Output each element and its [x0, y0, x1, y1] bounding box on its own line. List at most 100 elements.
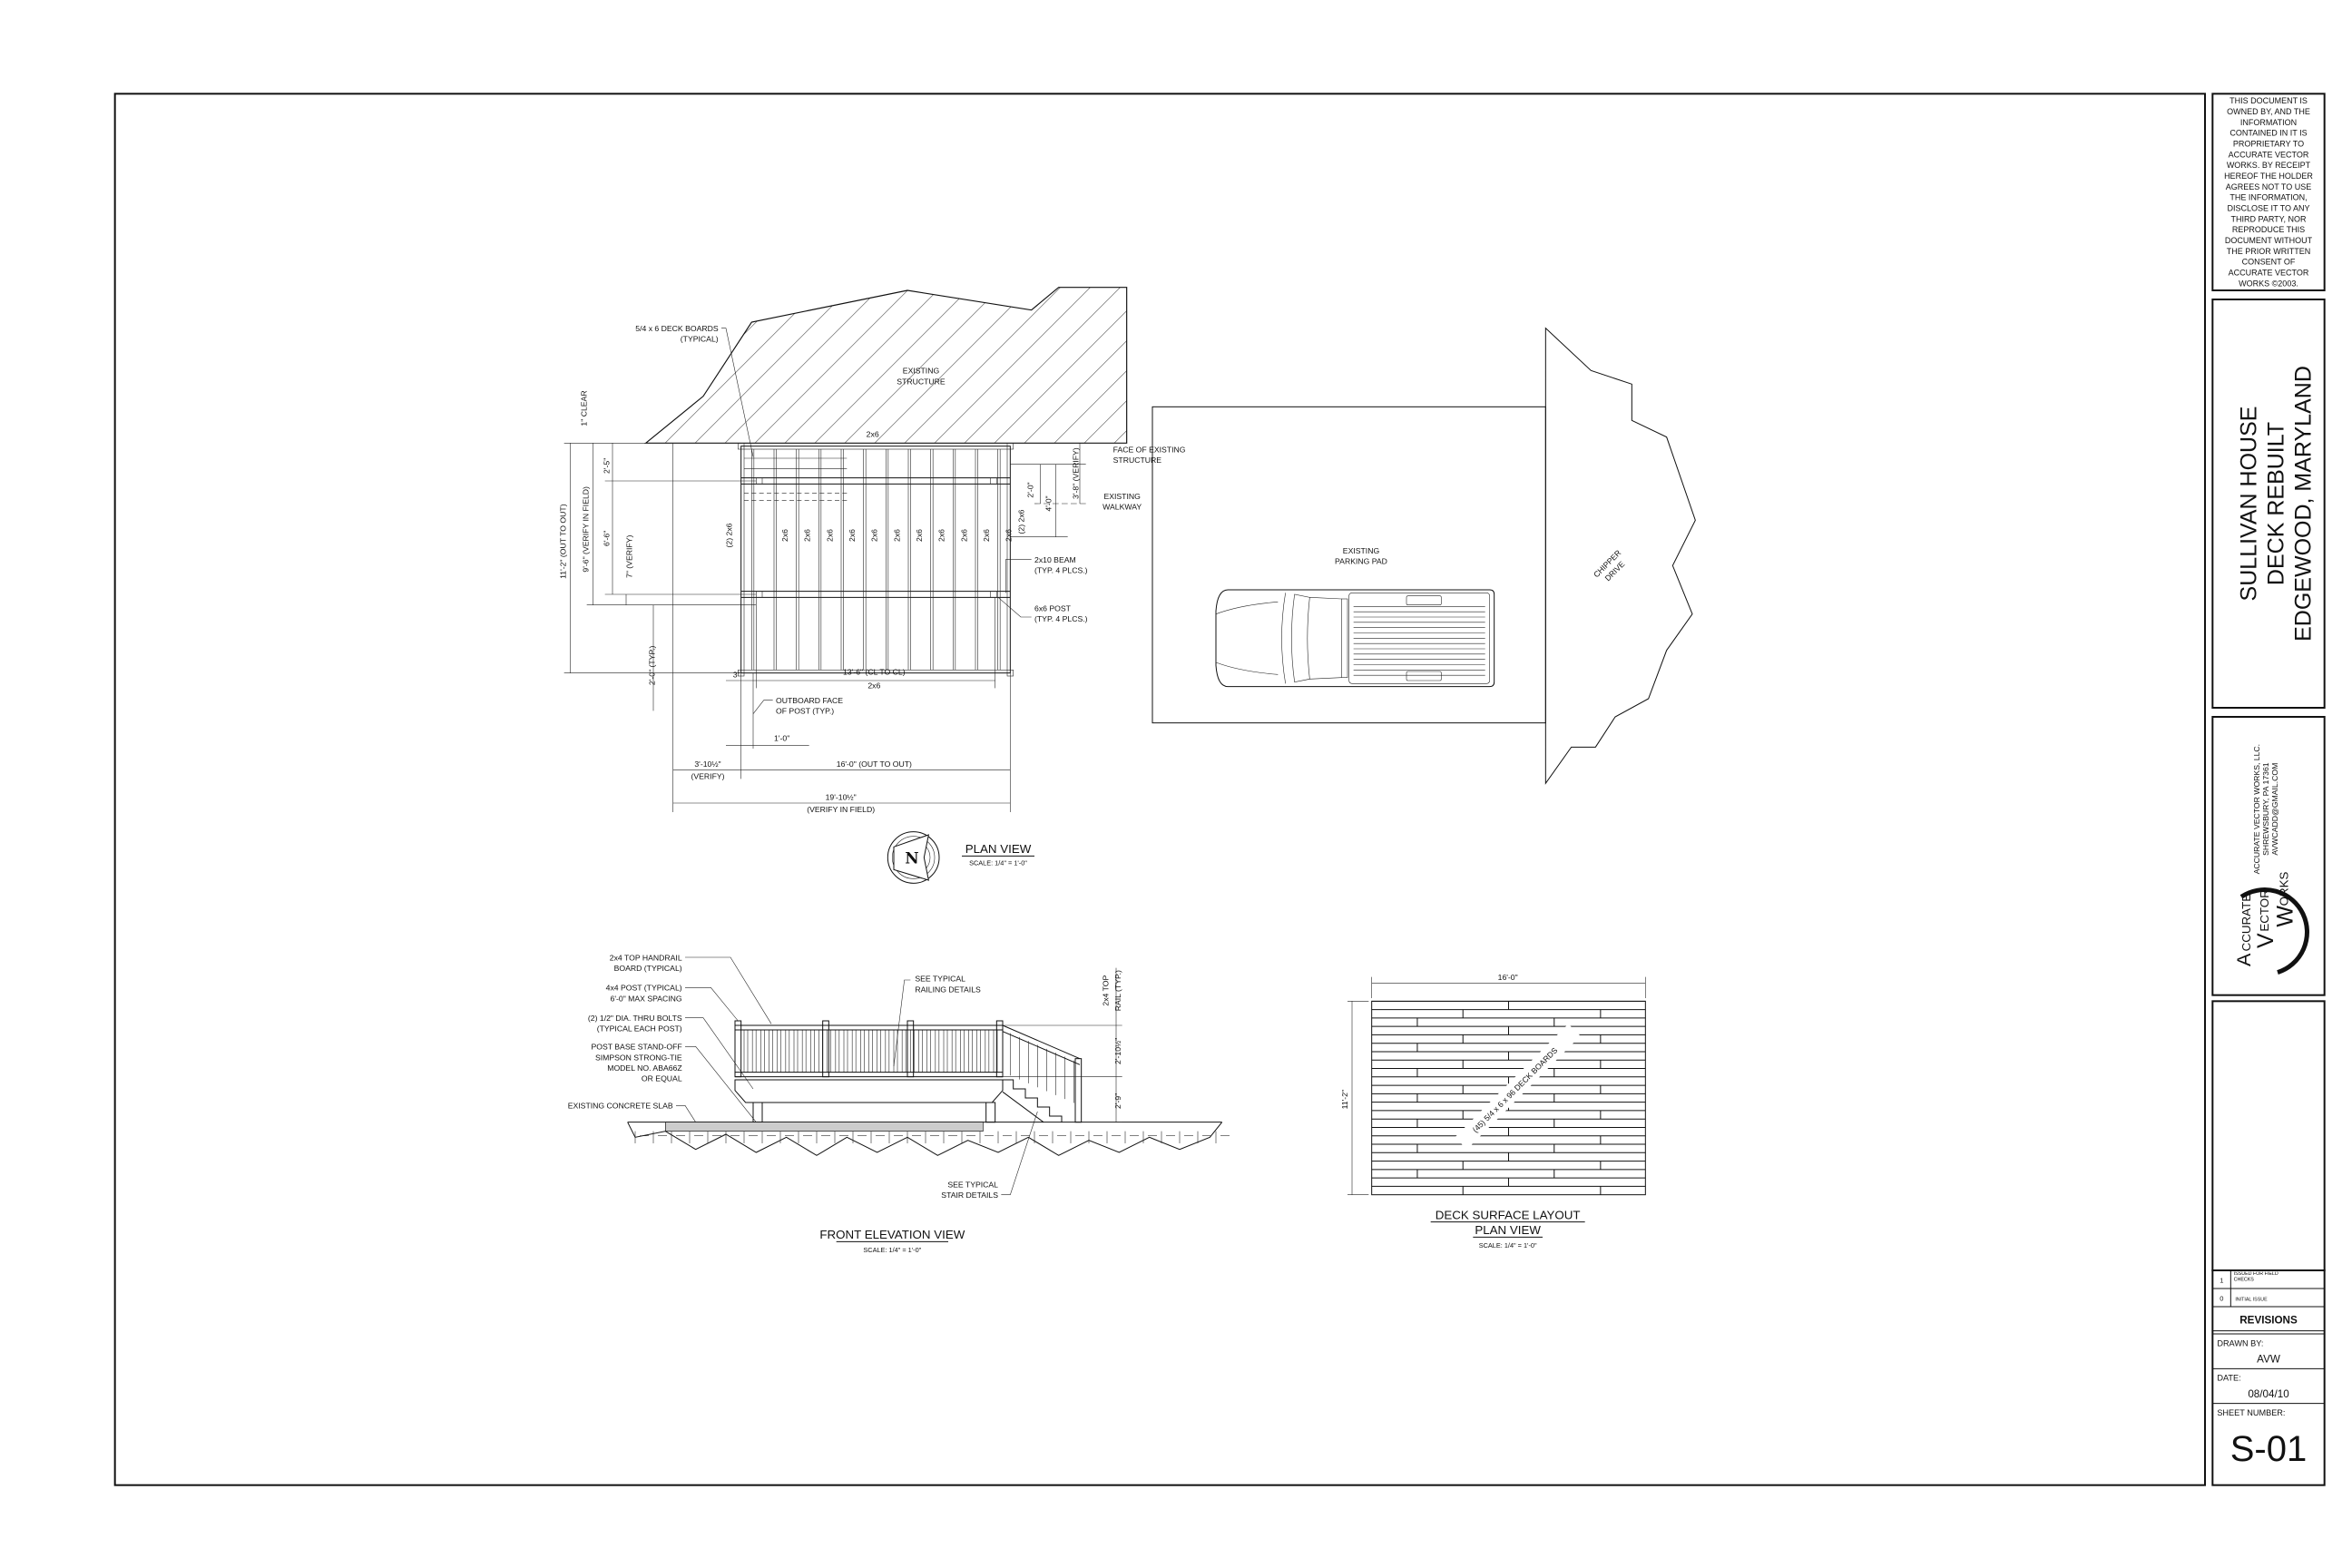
stair-details-note-2: STAIR DETAILS — [941, 1191, 998, 1200]
baluster — [801, 1029, 807, 1073]
proprietary-notice-line: THE INFORMATION, — [2230, 193, 2307, 202]
company-box — [2211, 715, 2326, 996]
baluster — [943, 1029, 948, 1073]
project-location: EDGEWOOD, MARYLAND — [2291, 366, 2317, 642]
note-concrete-slab: EXISTING CONCRETE SLAB — [568, 1102, 673, 1111]
dim-6-6: 6'-6" — [603, 531, 612, 546]
rim-joist-label-bottom: 2x6 — [867, 681, 880, 690]
dim-right-3-8: 3'-8" (VERIFY) — [1071, 447, 1080, 499]
joist-label: 2x6 — [803, 529, 812, 542]
revisions-heading: REVISIONS — [2239, 1314, 2298, 1326]
proprietary-notice-line: ACCURATE VECTOR — [2229, 150, 2309, 159]
dim-right-4-0: 4'-0" — [1044, 495, 1053, 511]
company-address: SHREWSBURY, PA 17361 — [2261, 762, 2270, 856]
outboard-face-label: OUTBOARD FACE — [776, 696, 843, 705]
proprietary-notice-box — [2211, 93, 2326, 291]
elevation-scale: SCALE: 1/4" = 1'-0" — [863, 1246, 921, 1254]
deck-boards-note-2: (TYPICAL) — [681, 335, 719, 344]
chipper-drive — [1544, 327, 1696, 785]
top-rail-dim: 2x4 TOP — [1102, 975, 1111, 1006]
proprietary-notice-line: HEREOF THE HOLDER — [2224, 172, 2313, 181]
note-handrail-2: BOARD (TYPICAL) — [614, 964, 682, 973]
logo-letter-w: W — [2273, 906, 2298, 927]
sheet-border — [113, 93, 2206, 1486]
rim-joist-label-top: 2x6 — [867, 430, 879, 439]
dim-7-verify: 7" (VERIFY) — [625, 535, 634, 578]
proprietary-notice-line: DISCLOSE IT TO ANY — [2227, 204, 2309, 213]
joist-label: 2x6 — [825, 529, 834, 542]
dim-13-6: 13'-6" (CL TO CL) — [843, 667, 906, 676]
surface-scale: SCALE: 1/4" = 1'-0" — [1479, 1241, 1537, 1250]
logo-word-w: ORKS — [2278, 871, 2291, 906]
proprietary-notice-line: THIS DOCUMENT IS — [2230, 96, 2308, 105]
joist-label: 2x6 — [1004, 529, 1014, 542]
dim-19-10: 19'-10½" — [826, 793, 857, 802]
joist-label: 2x6 — [937, 529, 946, 542]
baluster — [885, 1029, 890, 1073]
post-icon — [1006, 443, 1014, 450]
revision-description: INITIAL ISSUE — [2235, 1297, 2268, 1302]
baluster — [877, 1029, 881, 1073]
baluster — [926, 1029, 931, 1073]
proprietary-notice-line: ACCURATE VECTOR — [2229, 269, 2309, 278]
double-joist-left: (2) 2x6 — [725, 523, 734, 547]
proprietary-notice-line: THIRD PARTY, NOR — [2230, 214, 2307, 223]
surface-subtitle: PLAN VIEW — [1475, 1223, 1541, 1237]
date-value: 08/04/10 — [2248, 1388, 2289, 1400]
dim-3-10-verify: (VERIFY) — [691, 771, 724, 780]
baluster — [843, 1029, 848, 1073]
logo-letter-v: V — [2253, 933, 2278, 948]
dim-19-10-verify: (VERIFY IN FIELD) — [807, 805, 875, 814]
blank-box — [2211, 1000, 2326, 1271]
proprietary-notice-line: REPRODUCE THIS — [2232, 225, 2305, 234]
company-name: ACCURATE VECTOR WORKS, LLC. — [2252, 744, 2261, 875]
note-post-base-4: OR EQUAL — [642, 1074, 682, 1083]
outboard-face-label-2: OF POST (TYP.) — [776, 707, 834, 716]
baluster — [860, 1029, 865, 1073]
dim-1-clear: 1" CLEAR — [580, 390, 589, 426]
surface-title: DECK SURFACE LAYOUT — [1436, 1208, 1581, 1221]
dim-1-0: 1'-0" — [774, 734, 789, 743]
revisions-box — [2211, 1269, 2326, 1486]
logo-word-a: CCURATE — [2239, 894, 2253, 952]
company-email: AVWCADD@GMAIL.COM — [2270, 763, 2279, 856]
existing-walkway-label: EXISTING — [1103, 492, 1141, 501]
deck-height-dim: 2'-9" — [1113, 1093, 1122, 1109]
revision-description: ISSUED FOR FIELD CHECKS — [2233, 1271, 2278, 1282]
existing-structure-label: EXISTING — [903, 367, 940, 376]
logo-letter-a: A — [2232, 953, 2255, 966]
deck-surface-layout: (45) 5/4 x 6 x 96 DECK BOARDS 16'-0" 11'… — [1340, 973, 1646, 1250]
stair-details-note: SEE TYPICAL — [947, 1180, 998, 1189]
baluster — [960, 1029, 965, 1073]
railing-details-note: SEE TYPICAL — [915, 975, 965, 984]
deck-frame — [740, 446, 1011, 674]
dim-11-2: 11'-2" (OUT TO OUT) — [558, 504, 567, 579]
beam-label: 2x10 BEAM — [1034, 555, 1076, 564]
existing-structure-label-2: STRUCTURE — [897, 377, 946, 386]
joist-label: 2x6 — [870, 529, 879, 542]
project-description: DECK REBUILT — [2264, 422, 2289, 585]
double-joist-right: (2) 2x6 — [1016, 509, 1025, 534]
surface-depth-dim: 11'-2" — [1340, 1090, 1349, 1109]
baluster — [985, 1029, 990, 1073]
post-icon — [756, 477, 763, 485]
sheet-number: S-01 — [2230, 1429, 2308, 1469]
proprietary-notice-line: CONSENT OF — [2242, 258, 2296, 267]
baluster — [785, 1029, 790, 1073]
revision-number: 1 — [2220, 1276, 2223, 1284]
plan-view-scale: SCALE: 1/4" = 1'-0" — [969, 858, 1027, 867]
joist-label: 2x6 — [959, 529, 968, 542]
support-post — [752, 1102, 763, 1123]
top-rail-dim-2: RAIL (TYP.) — [1113, 970, 1122, 1011]
note-post-base: POST BASE STAND-OFF — [591, 1043, 681, 1052]
baluster — [851, 1029, 857, 1073]
note-post: 4x4 POST (TYPICAL) — [606, 984, 682, 993]
joist-label: 2x6 — [982, 529, 991, 542]
company-logo: A CCURATE V ECTOR W ORKS — [2232, 871, 2309, 975]
baluster — [968, 1029, 973, 1073]
baluster — [777, 1029, 781, 1073]
note-post-2: 6'-0" MAX SPACING — [611, 994, 682, 1003]
revision-number: 0 — [2220, 1294, 2223, 1302]
railing-post — [906, 1020, 915, 1078]
